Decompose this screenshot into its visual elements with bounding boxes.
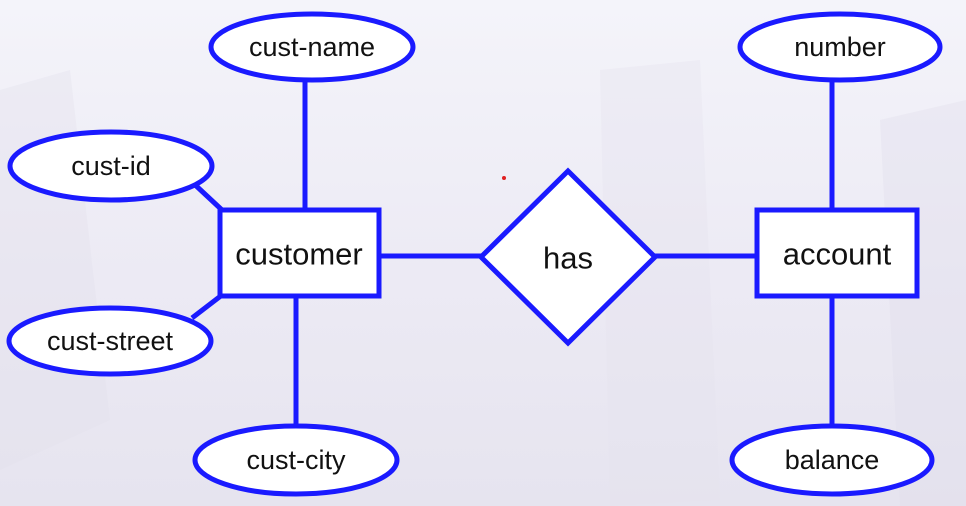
attribute-cust-name: cust-name bbox=[208, 11, 416, 83]
entity-account: account bbox=[754, 207, 920, 299]
line-cust-street bbox=[190, 293, 224, 320]
attribute-number: number bbox=[737, 11, 943, 83]
pointer-dot bbox=[502, 176, 506, 180]
attribute-label: cust-name bbox=[249, 32, 375, 62]
attribute-cust-city: cust-city bbox=[192, 423, 400, 497]
attribute-label: number bbox=[794, 32, 886, 62]
attribute-label: cust-street bbox=[47, 326, 174, 356]
entity-label: account bbox=[783, 237, 892, 272]
attribute-label: cust-id bbox=[71, 151, 151, 181]
relationship-has: has bbox=[477, 167, 659, 347]
entity-customer: customer bbox=[217, 207, 382, 299]
attribute-label: balance bbox=[785, 445, 880, 475]
attribute-cust-street: cust-street bbox=[6, 305, 214, 377]
attribute-balance: balance bbox=[729, 423, 935, 497]
attribute-label: cust-city bbox=[246, 445, 346, 475]
relationship-label: has bbox=[543, 241, 593, 276]
attribute-cust-id: cust-id bbox=[7, 129, 215, 203]
entity-label: customer bbox=[235, 237, 362, 272]
connectors bbox=[190, 80, 835, 425]
